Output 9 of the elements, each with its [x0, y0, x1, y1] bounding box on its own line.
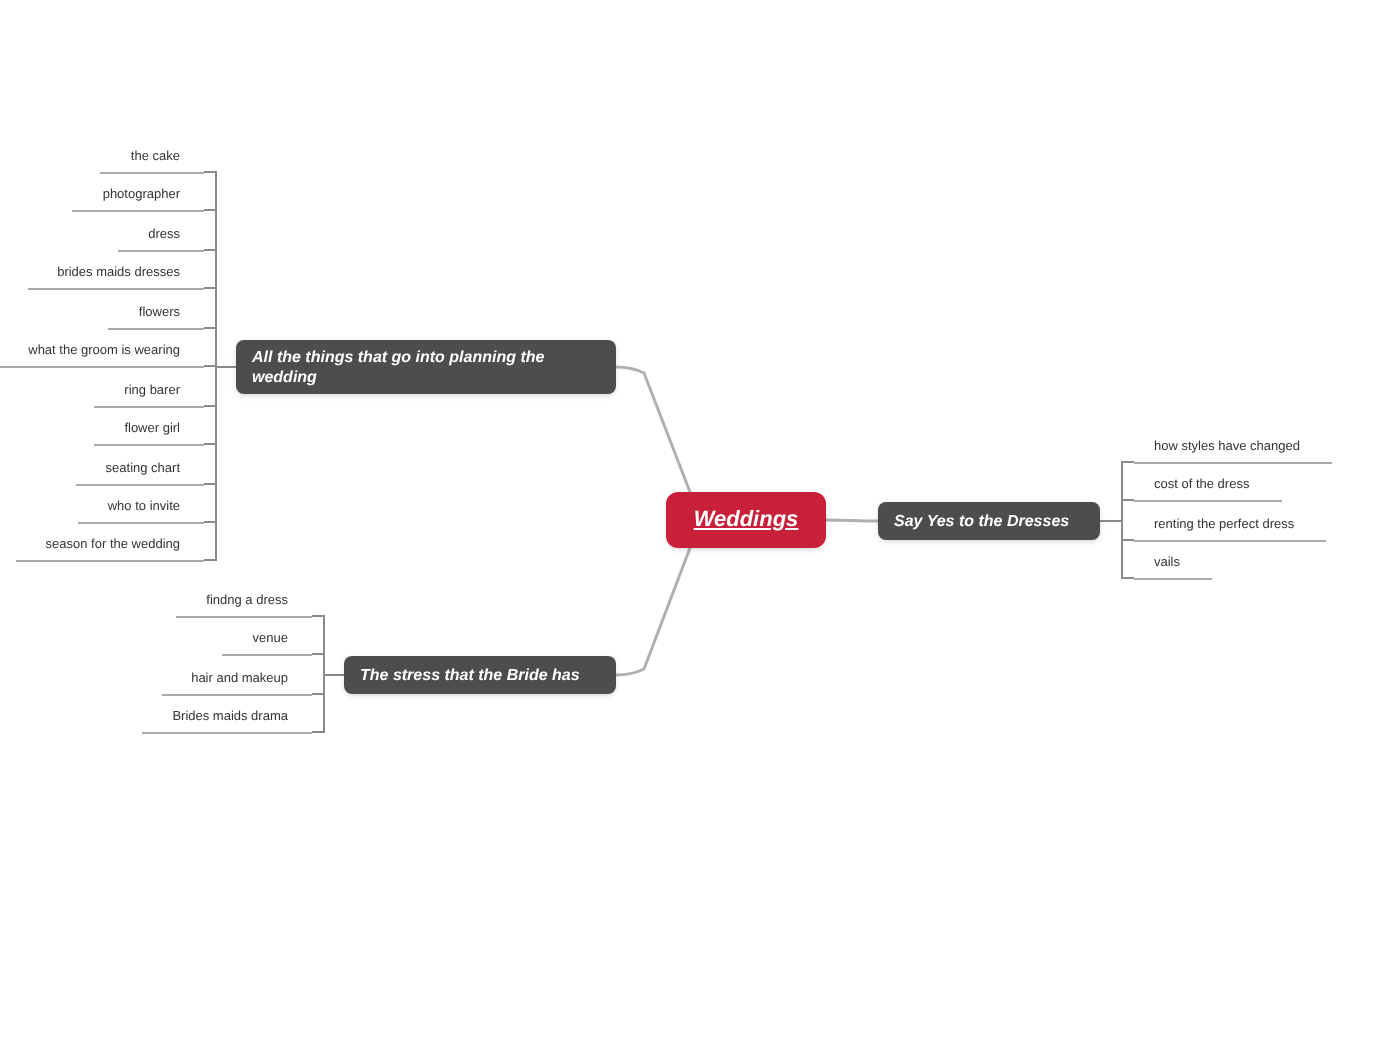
- topic-box: All the things that go into planning the wedding: [236, 340, 616, 394]
- topic-box: The stress that the Bride has: [344, 656, 616, 694]
- connector-line: [826, 518, 878, 523]
- connector-line: [615, 547, 692, 677]
- connector-line: [1099, 520, 1135, 579]
- topic-box: Say Yes to the Dresses: [878, 502, 1100, 540]
- connector-line: [615, 365, 692, 493]
- connector-line: [203, 366, 237, 561]
- central-topic: Weddings: [666, 492, 826, 548]
